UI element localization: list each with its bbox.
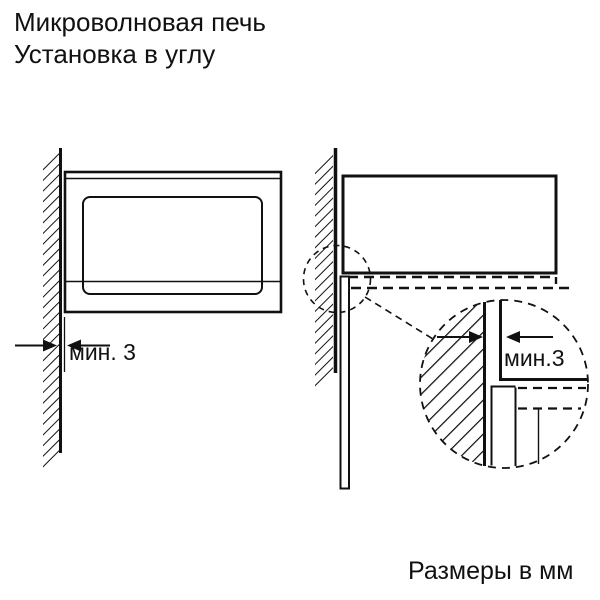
microwave-outline [63,170,283,314]
clearance-dashed-lines [518,386,586,410]
dimension-label-detail: мин.3 [504,345,565,371]
units-note: Размеры в мм [408,557,574,585]
front-view-drawing [15,148,283,469]
detail-circle-outline [419,299,589,469]
microwave-outline [341,174,558,275]
page-title-line2: Установка в углу [14,39,216,69]
dimension-label-front: мин. 3 [69,339,136,365]
leader-line [364,296,434,340]
reference-circle [302,244,372,314]
side-view-drawing [302,148,589,490]
wall-hatching [420,300,484,468]
detail-dimension [437,331,553,343]
detail-circle [419,299,589,469]
front-dimension [15,317,110,372]
page-title: Микроволновая печь Установка в углу [14,6,266,70]
wall-hatching [315,148,333,391]
page-title-line1: Микроволновая печь [14,7,266,37]
door-outline [82,196,263,295]
cabinet-panel [339,275,350,490]
panel-edges [490,385,517,466]
clearance-dashed-lines [348,275,571,290]
wall-hatching [43,149,59,469]
